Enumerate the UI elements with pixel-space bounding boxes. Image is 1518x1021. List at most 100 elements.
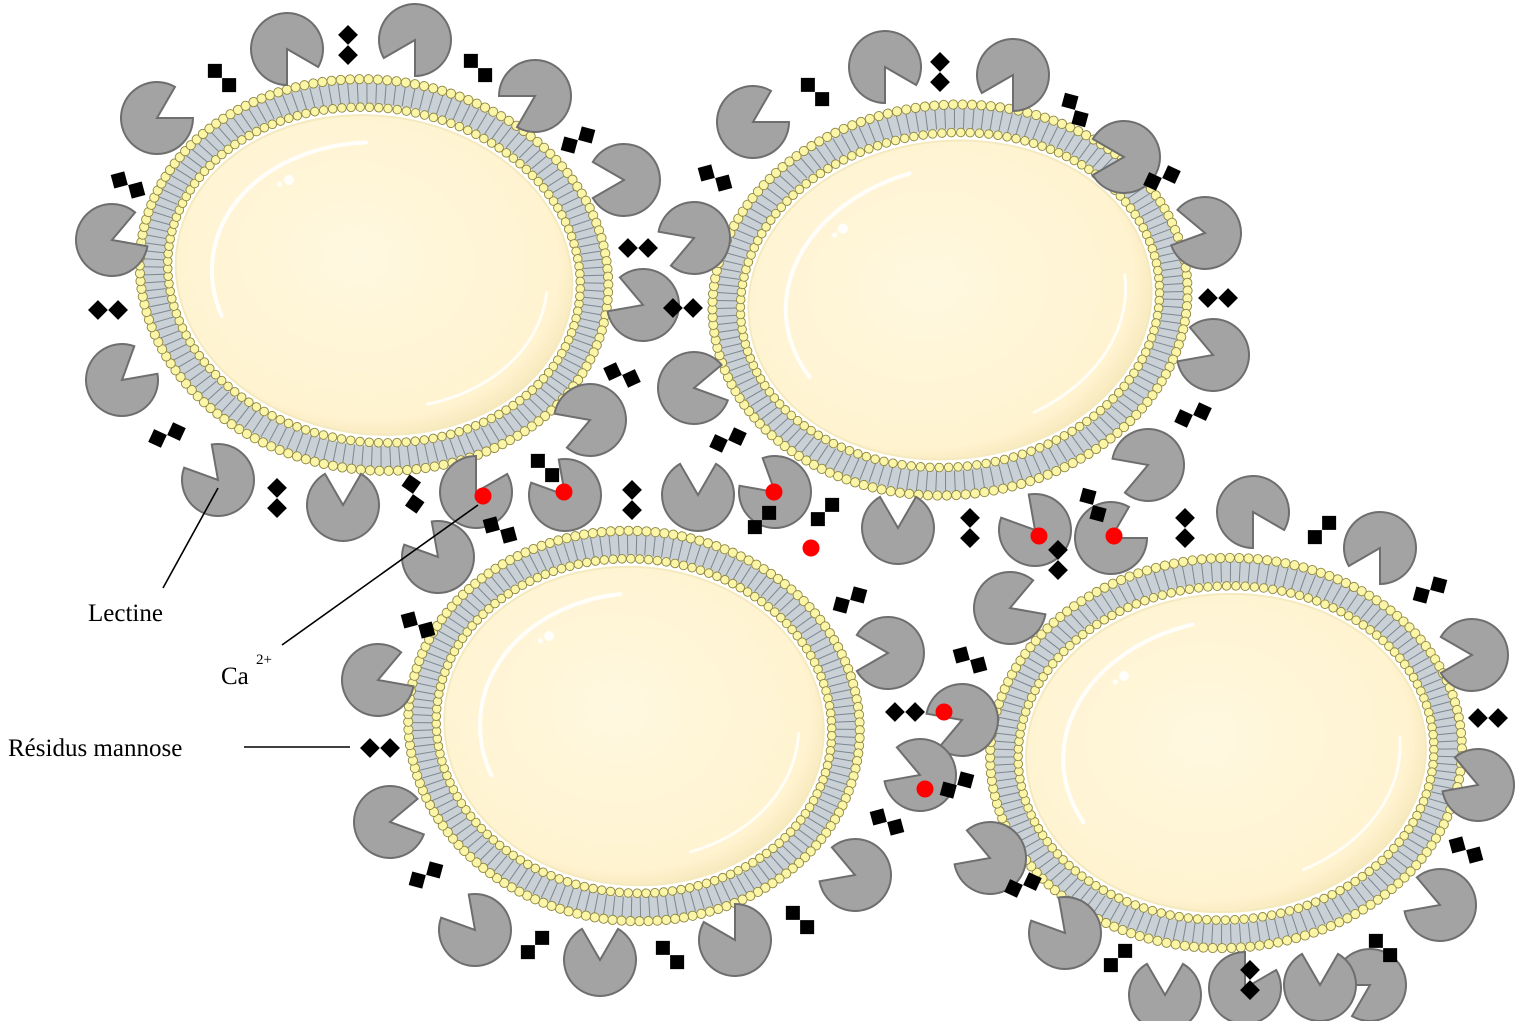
cell-highlight [1301, 735, 1402, 872]
lectin-icon [698, 902, 772, 977]
cell-highlight [688, 732, 801, 854]
mannose-residue-icon [655, 940, 685, 970]
lectin-icon [250, 12, 324, 87]
cell-sparkle [1112, 679, 1118, 685]
lectin-icon [883, 738, 957, 812]
lectin-icon [591, 143, 661, 217]
lectin-icon [401, 520, 475, 594]
mannose-residue-icon [1307, 515, 1337, 545]
mannose-residue-icon [360, 738, 400, 758]
mannose-residue-icon [1448, 836, 1484, 864]
cytoplasm [174, 114, 574, 436]
cell-surface-molecules [75, 3, 1515, 1021]
lectin-icon [306, 472, 380, 542]
lectin-icon [181, 443, 255, 517]
cell-3 [403, 525, 865, 927]
calcium-ion-icon [802, 539, 820, 557]
mannose-residue-icon [408, 861, 444, 889]
mannose-residue-icon [148, 422, 186, 448]
lectin-icon [1028, 896, 1102, 970]
lectin-icon [657, 201, 731, 275]
lipid-bilayer-icon [134, 74, 614, 476]
lectin-icon [661, 462, 735, 532]
calcium-leader-line [281, 504, 479, 646]
mannose-residue-icon [267, 478, 287, 518]
calcium-ion-icon [555, 483, 573, 501]
lipid-bilayer-icon [403, 525, 865, 927]
cell-highlight [425, 290, 549, 406]
mannose-residue-icon [885, 702, 925, 722]
lectin-icon [976, 38, 1050, 113]
mannose-residue-icon [1368, 933, 1398, 963]
calcium-ion-icon [1030, 527, 1048, 545]
cell-highlight [210, 140, 368, 318]
lectin-icon [120, 81, 195, 155]
cell-sparkle [1118, 671, 1129, 682]
lectin-icon [1169, 196, 1242, 270]
mannose-residue-icon [1048, 540, 1068, 580]
lectin-icon [1216, 475, 1290, 550]
calcium-ion-icon [474, 487, 492, 505]
lectin-icon [657, 351, 730, 425]
lectin-icon [1091, 120, 1161, 194]
lectin-icon [848, 30, 922, 105]
cell-sparkle [544, 631, 555, 642]
mannose-residue-icon [800, 77, 830, 107]
calcium-ion-icon [765, 483, 783, 501]
cell-sparkle [832, 232, 838, 238]
mannose-residue-icon [207, 63, 237, 93]
cells [134, 74, 1467, 954]
mannose-residue-icon [1468, 708, 1508, 728]
mannose-residue-icon [832, 586, 868, 614]
mannose-residue-icon [401, 474, 425, 514]
mannose-residue-icon [1004, 872, 1042, 898]
lectin-icon [85, 343, 159, 417]
lectin-icon [818, 838, 892, 912]
mannose-residue-icon [338, 25, 358, 65]
mannose-label: Résidus mannose [8, 735, 182, 762]
lectin-icon [1111, 428, 1185, 502]
mannose-residue-icon [930, 52, 950, 92]
lectin-icon [925, 683, 999, 757]
cell-2 [707, 99, 1193, 501]
cytoplasm [443, 565, 825, 887]
mannose-residue-icon [869, 808, 905, 836]
mannose-residue-icon [1240, 960, 1260, 1000]
lectin-icon [855, 616, 925, 690]
lectin-icon [716, 85, 791, 159]
mannose-residue-icon [810, 497, 840, 527]
lectin-icon [1208, 950, 1282, 1021]
cell-4 [985, 552, 1467, 954]
lipid-bilayer-icon [707, 99, 1193, 501]
mannose-residue-icon [960, 508, 980, 548]
calcium-label: Ca [221, 663, 249, 690]
lectin-icon [341, 643, 415, 717]
mannose-residue-icon [747, 505, 777, 535]
mannose-residue-icon [400, 611, 436, 639]
mannose-residue-icon [622, 480, 642, 520]
mannose-residue-icon [663, 298, 703, 318]
lectin-icon [75, 203, 149, 277]
cytoplasm [747, 139, 1153, 461]
lectin-icon [1439, 618, 1509, 692]
mannose-residue-icon [618, 238, 658, 258]
lectin-icon [1283, 952, 1357, 1021]
cell-1 [134, 74, 614, 476]
lectin-icon [973, 571, 1047, 645]
cell-highlight [477, 592, 623, 778]
lectin-icon [861, 495, 935, 565]
lectin-icon [1343, 511, 1417, 586]
lectin-icon [497, 59, 572, 133]
mannose-residue-icon [110, 171, 146, 199]
mannose-residue-icon [88, 300, 128, 320]
mannose-residue-icon [709, 427, 747, 453]
calcium-charge-label: 2+ [256, 652, 272, 668]
mannose-residue-icon [520, 930, 550, 960]
lectin-icon [1441, 748, 1515, 822]
mannose-residue-icon [785, 905, 815, 935]
mannose-residue-icon [1061, 92, 1089, 128]
cell-sparkle [837, 223, 848, 234]
mannose-residue-icon [1103, 943, 1133, 973]
cell-sparkle [537, 638, 543, 644]
mannose-residue-icon [1079, 487, 1107, 523]
